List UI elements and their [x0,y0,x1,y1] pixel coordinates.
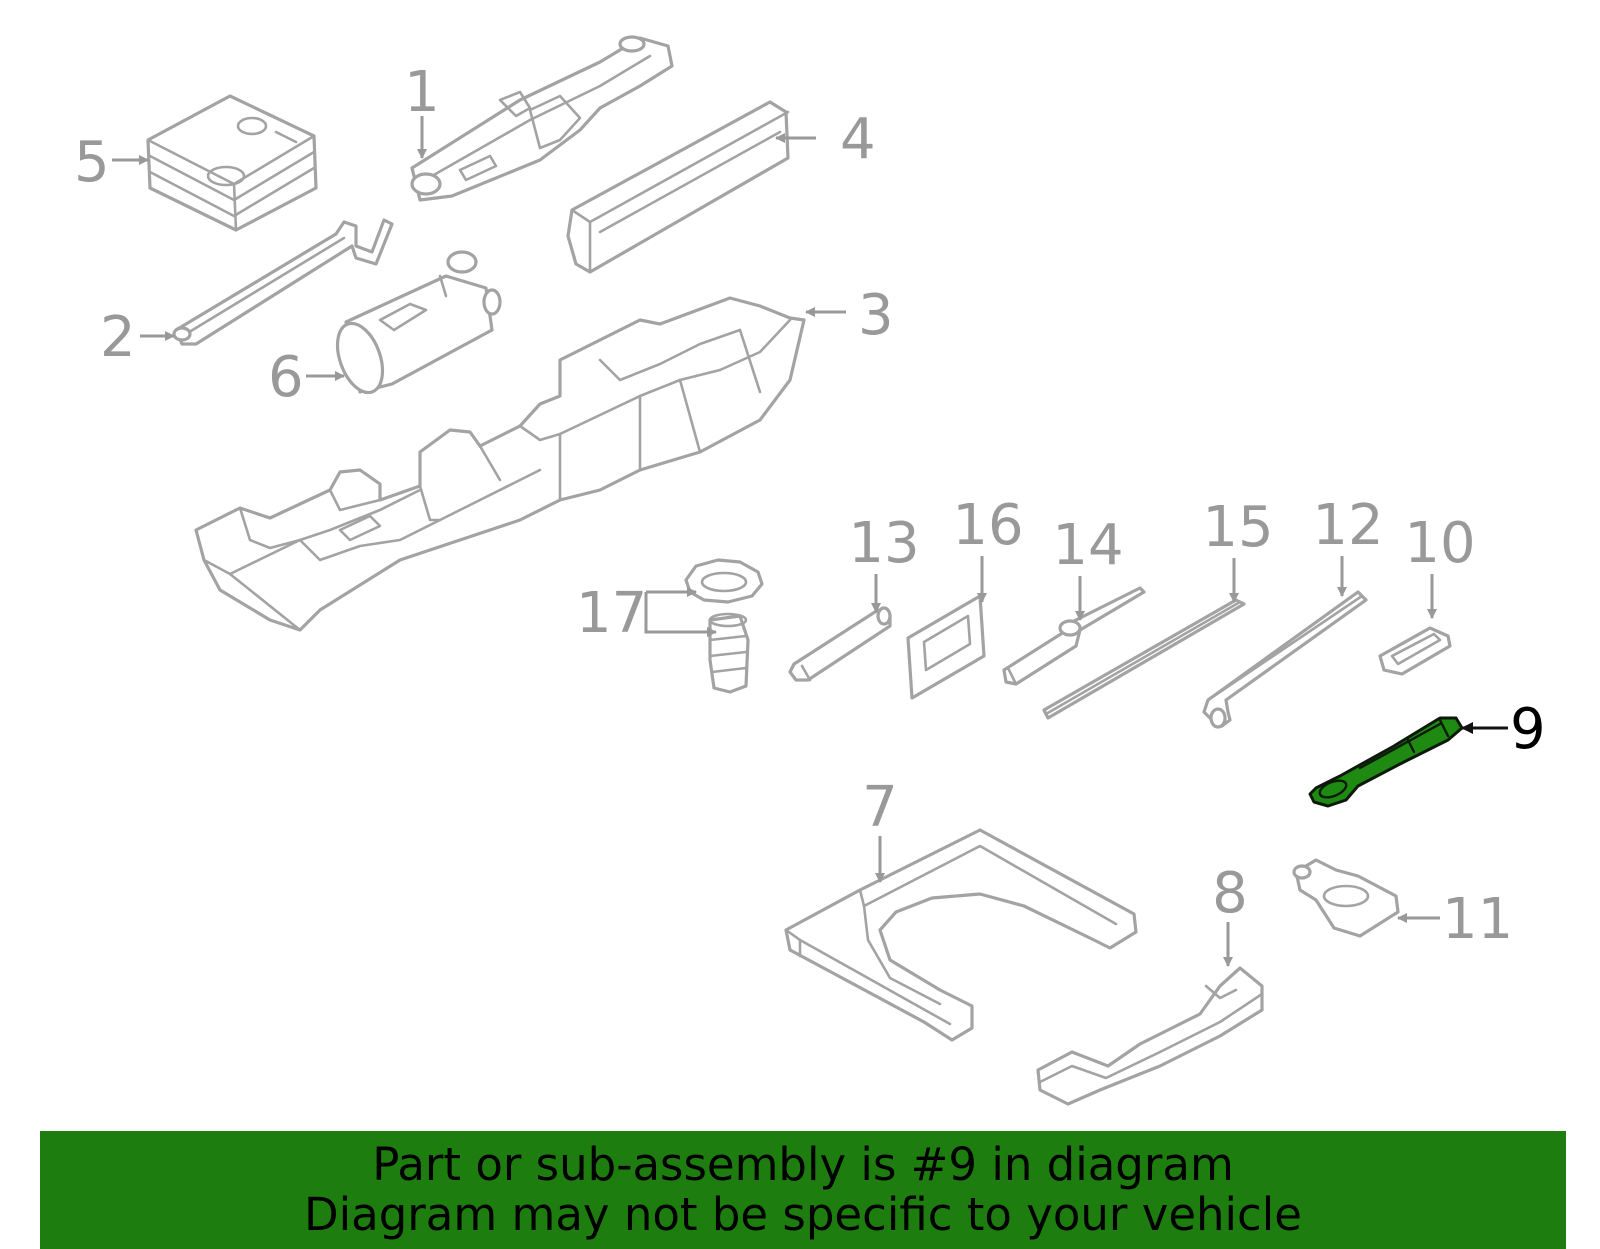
callout-13: 13 [848,511,919,576]
callout-10: 10 [1404,511,1475,576]
part-8-side-foam[interactable] [1036,966,1264,1106]
callout-7: 7 [862,775,898,840]
callout-3: 3 [858,283,894,348]
callout-6: 6 [268,345,304,410]
part-15-rod[interactable] [1042,598,1246,720]
part-5-compressor[interactable] [146,94,318,232]
part-6-canister[interactable] [329,250,502,399]
callout-9: 9 [1510,697,1546,762]
part-12-lug-wrench[interactable] [1202,590,1368,729]
part-1-jack[interactable] [410,35,674,202]
callout-5: 5 [74,130,110,195]
banner-line-2: Diagram may not be specific to your vehi… [304,1188,1302,1241]
notice-banner: Part or sub-assembly is #9 in diagram Di… [40,1131,1566,1249]
part-11-socket-adapter[interactable] [1292,858,1400,938]
callout-15: 15 [1202,495,1273,560]
part-13-pin[interactable] [788,606,892,682]
part-2-bracket[interactable] [172,218,394,346]
part-4-foam-block[interactable] [566,100,790,274]
callout-4: 4 [840,107,876,172]
leader-lines [112,116,1508,967]
part-17-cap-and-bumper[interactable] [684,558,764,694]
callout-2: 2 [100,305,136,370]
callout-16: 16 [952,493,1023,558]
banner-line-1: Part or sub-assembly is #9 in diagram [372,1138,1234,1191]
callout-11: 11 [1442,887,1513,952]
part-3-foam-tray[interactable] [194,296,806,632]
callout-8: 8 [1212,861,1248,926]
callout-12: 12 [1312,493,1383,558]
part-10-clip[interactable] [1378,626,1452,676]
callout-17: 17 [576,581,647,646]
callout-labels: 1 4 5 2 6 3 17 13 16 14 15 12 10 9 7 8 1… [74,60,1546,952]
callout-1: 1 [404,60,440,125]
part-9-towing-eye[interactable] [1308,716,1464,808]
part-7-u-foam[interactable] [784,828,1138,1042]
part-14-tool[interactable] [1002,586,1146,686]
part-16-pad[interactable] [906,594,986,700]
callout-14: 14 [1052,513,1123,578]
